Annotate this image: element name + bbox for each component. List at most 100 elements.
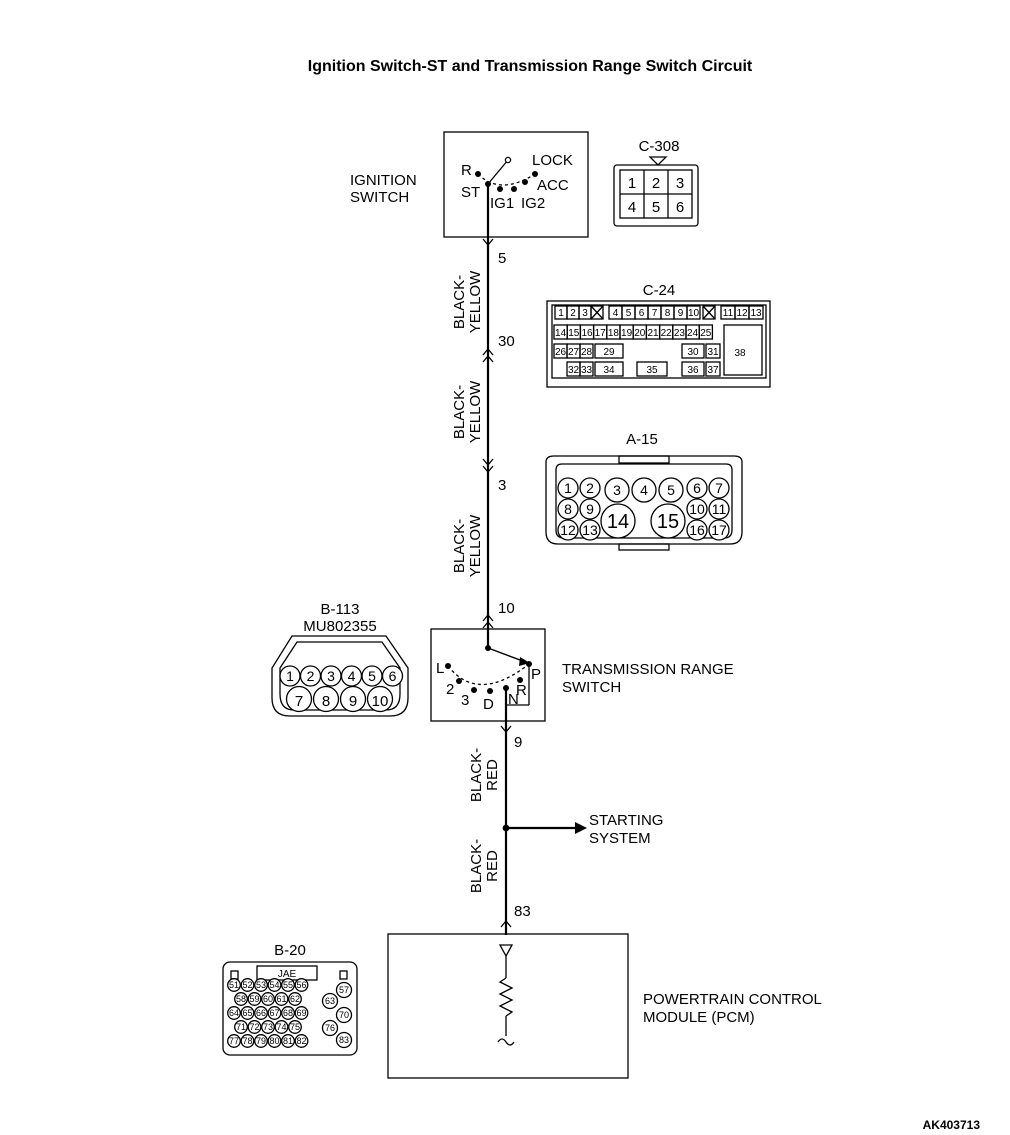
pin-70 bbox=[335, 1006, 353, 1024]
svg-text:BLACK-: BLACK- bbox=[468, 839, 485, 893]
svg-text:2: 2 bbox=[652, 175, 660, 192]
svg-text:77: 77 bbox=[229, 1036, 239, 1046]
svg-text:9: 9 bbox=[678, 308, 684, 319]
svg-text:83: 83 bbox=[339, 1035, 349, 1045]
svg-text:19: 19 bbox=[621, 328, 633, 339]
pin-73 bbox=[261, 1020, 275, 1034]
pin-28 bbox=[579, 343, 594, 359]
connector-b20-name: B-20 bbox=[274, 942, 306, 959]
pin-6 bbox=[686, 477, 708, 499]
pin-79 bbox=[254, 1034, 268, 1048]
diagram-title: Ignition Switch-ST and Transmission Rang… bbox=[308, 58, 753, 75]
svg-text:6: 6 bbox=[693, 480, 701, 496]
ign-pos-acc: ACC bbox=[537, 177, 569, 194]
pin-75 bbox=[288, 1020, 302, 1034]
wire-connector-marks bbox=[482, 238, 512, 928]
svg-text:5: 5 bbox=[652, 199, 660, 216]
pin-15 bbox=[650, 503, 686, 539]
pin-61 bbox=[274, 992, 289, 1006]
trs-pos-2: 2 bbox=[446, 681, 454, 698]
wire-color-5: BLACK- RED bbox=[468, 839, 501, 893]
svg-text:5: 5 bbox=[667, 482, 675, 498]
svg-text:1: 1 bbox=[286, 668, 294, 684]
pin-71 bbox=[234, 1020, 248, 1034]
svg-text:8: 8 bbox=[322, 693, 330, 710]
pin-53 bbox=[254, 978, 268, 992]
svg-text:73: 73 bbox=[263, 1022, 273, 1032]
trs-pos-n: N bbox=[508, 691, 519, 708]
pin-54 bbox=[267, 978, 282, 992]
terminal-5: 5 bbox=[498, 250, 506, 267]
connector-b113-name: B-113 bbox=[321, 601, 360, 618]
svg-text:25: 25 bbox=[700, 328, 712, 339]
svg-text:65: 65 bbox=[242, 1008, 252, 1018]
svg-text:4: 4 bbox=[348, 668, 356, 684]
pin-9 bbox=[579, 498, 601, 520]
ignition-switch: R ST LOCK ACC IG1 IG2 bbox=[443, 131, 589, 238]
svg-text:24: 24 bbox=[687, 328, 699, 339]
svg-text:72: 72 bbox=[249, 1022, 259, 1032]
pin-13 bbox=[579, 519, 601, 541]
trs-pos-p: P bbox=[531, 666, 541, 683]
pin-55 bbox=[281, 978, 295, 992]
pin-38 bbox=[723, 324, 763, 376]
svg-text:15: 15 bbox=[657, 511, 679, 533]
svg-text:11: 11 bbox=[712, 501, 727, 517]
pin-59 bbox=[247, 992, 262, 1006]
pin-37 bbox=[705, 361, 721, 377]
pin-10 bbox=[686, 305, 701, 320]
pin-6 bbox=[381, 665, 404, 687]
svg-text:1: 1 bbox=[628, 175, 636, 192]
svg-text:36: 36 bbox=[687, 365, 699, 376]
svg-text:31: 31 bbox=[707, 347, 719, 358]
pin-30 bbox=[681, 343, 705, 359]
svg-text:10: 10 bbox=[689, 501, 705, 517]
svg-text:35: 35 bbox=[646, 365, 658, 376]
svg-text:14: 14 bbox=[607, 511, 629, 533]
svg-text:26: 26 bbox=[555, 347, 567, 358]
svg-text:6: 6 bbox=[639, 308, 645, 319]
terminal-10: 10 bbox=[498, 600, 515, 617]
svg-text:12: 12 bbox=[560, 522, 576, 538]
trs-pos-3: 3 bbox=[461, 692, 469, 709]
pin-74 bbox=[274, 1020, 289, 1034]
pin-78 bbox=[240, 1034, 255, 1048]
terminal-30: 30 bbox=[498, 333, 515, 350]
transmission-range-switch-label-2: SWITCH bbox=[562, 679, 621, 696]
svg-text:76: 76 bbox=[325, 1023, 335, 1033]
connector-a15-name: A-15 bbox=[626, 431, 658, 448]
svg-text:37: 37 bbox=[707, 365, 719, 376]
pin-67 bbox=[267, 1006, 282, 1020]
svg-text:71: 71 bbox=[236, 1022, 246, 1032]
svg-text:68: 68 bbox=[283, 1008, 293, 1018]
pin-62 bbox=[288, 992, 302, 1006]
ign-pos-lock: LOCK bbox=[532, 152, 573, 169]
pin-34 bbox=[594, 361, 624, 377]
svg-text:52: 52 bbox=[242, 980, 252, 990]
svg-text:RED: RED bbox=[484, 759, 501, 791]
connector-b20-maker: JAE bbox=[278, 969, 297, 980]
svg-text:12: 12 bbox=[736, 308, 748, 319]
pin-80 bbox=[267, 1034, 282, 1048]
svg-text:67: 67 bbox=[269, 1008, 279, 1018]
wire-harness bbox=[486, 184, 587, 935]
svg-text:23: 23 bbox=[674, 328, 686, 339]
svg-text:57: 57 bbox=[339, 985, 349, 995]
pin-1 bbox=[557, 477, 579, 499]
svg-text:YELLOW: YELLOW bbox=[467, 514, 484, 577]
svg-text:18: 18 bbox=[608, 328, 620, 339]
terminal-3: 3 bbox=[498, 477, 506, 494]
connector-c308: C-308 1 2 3 4 5 6 bbox=[613, 138, 699, 227]
wire-color-3: BLACK- YELLOW bbox=[451, 514, 484, 577]
powertrain-control-module bbox=[387, 933, 629, 1079]
svg-text:16: 16 bbox=[689, 522, 705, 538]
svg-text:32: 32 bbox=[568, 365, 580, 376]
svg-text:14: 14 bbox=[555, 328, 567, 339]
pin-83 bbox=[335, 1031, 353, 1049]
svg-text:81: 81 bbox=[283, 1036, 293, 1046]
pin-25 bbox=[698, 324, 714, 340]
ign-pos-st: ST bbox=[461, 184, 480, 201]
svg-text:38: 38 bbox=[734, 348, 746, 359]
